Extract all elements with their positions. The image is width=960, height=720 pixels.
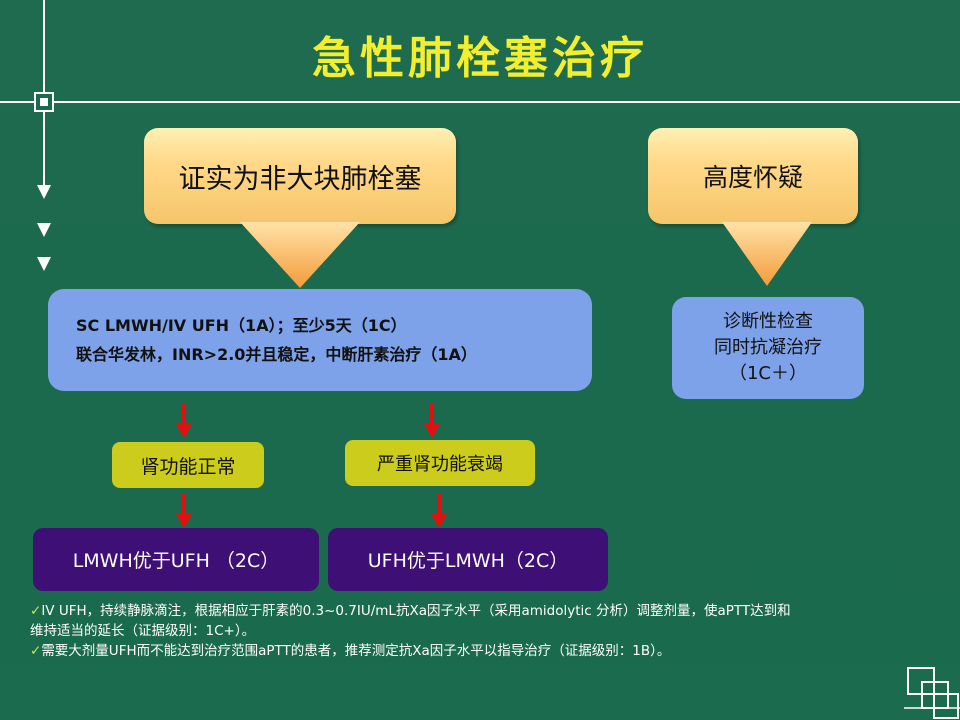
confirmed-nonmassive-pe-label: 证实为非大块肺栓塞: [178, 163, 422, 195]
orange-arrow-left-icon: [240, 222, 360, 288]
deco-arrow-down-icons: [37, 185, 51, 271]
deco-square-icon: [34, 92, 54, 112]
diagnostic-line-2: 同时抗凝治疗: [714, 337, 822, 358]
normal-renal-function-box: 肾功能正常: [112, 442, 264, 488]
ufh-preferred-label: UFH优于LMWH（2C）: [367, 550, 569, 572]
severe-renal-failure-box: 严重肾功能衰竭: [345, 440, 535, 486]
deco-horizontal-line: [0, 101, 960, 103]
footnotes: ✓IV UFH，持续静脉滴注，根据相应于肝素的0.3~0.7IU/mL抗Xa因子…: [30, 601, 945, 661]
ufh-preferred-box: UFH优于LMWH（2C）: [328, 528, 608, 591]
footnote-1-continued: 维持适当的延长（证据级别：1C+）。: [30, 623, 256, 639]
treatment-line-2: 联合华发林，INR>2.0并且稳定，中断肝素治疗（1A）: [76, 345, 477, 364]
treatment-line-1: SC LMWH/IV UFH（1A）；至少5天（1C）: [76, 316, 407, 335]
deco-grid-icon: [904, 667, 960, 719]
diagnostic-line-1: 诊断性检查: [723, 311, 813, 332]
footnote-1: ✓IV UFH，持续静脉滴注，根据相应于肝素的0.3~0.7IU/mL抗Xa因子…: [30, 603, 791, 619]
normal-renal-function-label: 肾功能正常: [140, 455, 236, 478]
red-arrow-down-icon: [424, 404, 440, 438]
footer-band: [0, 665, 960, 720]
confirmed-nonmassive-pe-box: 证实为非大块肺栓塞: [144, 128, 456, 224]
orange-arrow-right-icon: [722, 222, 812, 286]
diagnostic-anticoagulation-box: 诊断性检查 同时抗凝治疗 （1C＋）: [672, 297, 864, 399]
red-arrow-down-icon: [431, 494, 447, 528]
treatment-box: SC LMWH/IV UFH（1A）；至少5天（1C） 联合华发林，INR>2.…: [48, 289, 592, 391]
diagnostic-line-3: （1C＋）: [728, 363, 808, 384]
lmwh-preferred-label: LMWH优于UFH （2C）: [72, 550, 280, 572]
high-suspicion-box: 高度怀疑: [648, 128, 858, 224]
red-arrow-down-icon: [176, 494, 192, 528]
footnote-2: ✓需要大剂量UFH而不能达到治疗范围aPTT的患者，推荐测定抗Xa因子水平以指导…: [30, 643, 671, 659]
red-arrow-down-icon: [176, 404, 192, 438]
lmwh-preferred-box: LMWH优于UFH （2C）: [33, 528, 319, 591]
high-suspicion-label: 高度怀疑: [702, 163, 803, 192]
severe-renal-failure-label: 严重肾功能衰竭: [377, 454, 503, 475]
page-title: 急性肺栓塞治疗: [312, 33, 648, 84]
